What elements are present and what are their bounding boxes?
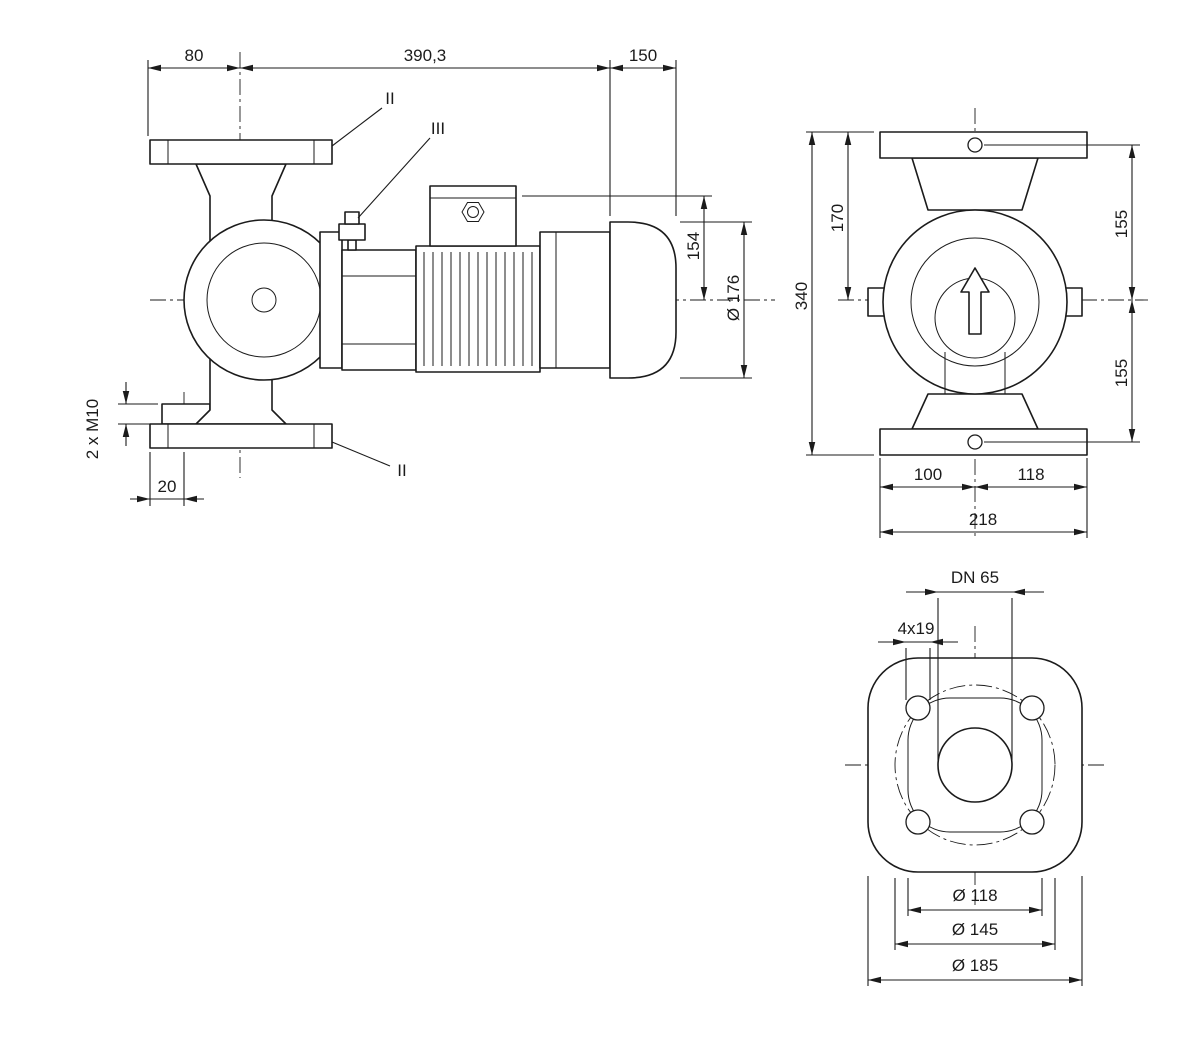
raised-face-contour <box>907 697 1043 833</box>
label-port-top: II <box>385 89 394 108</box>
front-top-neck <box>911 157 1039 211</box>
dim-outer-diameter: Ø 185 <box>952 956 998 975</box>
dim-overall-length: 390,3 <box>404 46 447 65</box>
front-view: 170 340 155 155 100 118 218 <box>792 108 1148 540</box>
bolt-hole-nw <box>905 695 931 721</box>
label-vent: III <box>431 119 445 138</box>
bore <box>937 727 1013 803</box>
dim-nominal-bore: DN 65 <box>951 568 999 587</box>
bearing-shield <box>539 231 611 369</box>
dim-hole-bottom: 155 <box>1112 359 1131 387</box>
bolt-hole-sw <box>905 809 931 835</box>
flange-body <box>867 657 1083 873</box>
side-right-dimensions: 154 Ø 176 <box>522 195 752 379</box>
cable-gland-hex <box>461 202 485 222</box>
dim-motor-diameter: Ø 176 <box>724 275 743 321</box>
dim-foot-offset: 20 <box>158 477 177 496</box>
side-top-dimensions: 80 390,3 150 <box>147 46 677 216</box>
dim-axis-to-left: 100 <box>914 465 942 484</box>
side-pump-body <box>149 139 677 449</box>
top-flange <box>149 139 333 165</box>
side-leader-labels: II III II <box>331 89 445 480</box>
side-view: 80 390,3 150 154 Ø 176 2 x M10 20 <box>83 46 775 506</box>
flange-bottom-dimensions: Ø 118 Ø 145 Ø 185 <box>867 876 1083 986</box>
front-top-bolt-hole <box>967 137 983 153</box>
dim-axis-to-top-flange: 170 <box>828 204 847 232</box>
terminal-box <box>429 185 517 247</box>
bolt-hole-ne <box>1019 695 1045 721</box>
dim-flange-to-axis: 80 <box>185 46 204 65</box>
front-bottom-neck <box>911 393 1039 430</box>
fan-cover <box>609 221 677 379</box>
side-bottom-dimensions: 2 x M10 20 <box>83 382 204 506</box>
dim-axis-to-box: 154 <box>684 232 703 260</box>
vent-screw <box>338 211 366 251</box>
front-bottom-dimensions: 100 118 218 <box>879 458 1088 538</box>
flange-top-dimensions: DN 65 4x19 <box>878 568 1044 760</box>
dim-bolt-circle: Ø 145 <box>952 920 998 939</box>
front-left-dimensions: 170 340 <box>792 131 874 456</box>
bolt-circle <box>894 684 1056 846</box>
motor-bracket <box>341 249 417 371</box>
dim-hole-top: 155 <box>1112 210 1131 238</box>
bottom-flange <box>149 423 333 449</box>
dim-foot-thread: 2 x M10 <box>83 399 102 459</box>
casing-backplate <box>319 231 343 369</box>
label-port-bottom: II <box>397 461 406 480</box>
front-bottom-bolt-hole <box>967 434 983 450</box>
dim-bolt-holes: 4x19 <box>898 619 935 638</box>
dim-motor-end: 150 <box>629 46 657 65</box>
flange-view: DN 65 4x19 Ø 118 Ø 145 Ø 185 <box>845 568 1105 986</box>
motor-fins <box>423 252 533 366</box>
flow-direction-arrow <box>960 267 990 335</box>
dim-overall-height: 340 <box>792 282 811 310</box>
dim-raised-face: Ø 118 <box>952 886 997 905</box>
front-right-dimensions: 155 155 <box>984 144 1140 443</box>
dim-axis-to-right: 118 <box>1017 465 1044 484</box>
front-pump-body <box>867 131 1088 456</box>
bolt-hole-se <box>1019 809 1045 835</box>
dim-overall-width: 218 <box>969 510 997 529</box>
